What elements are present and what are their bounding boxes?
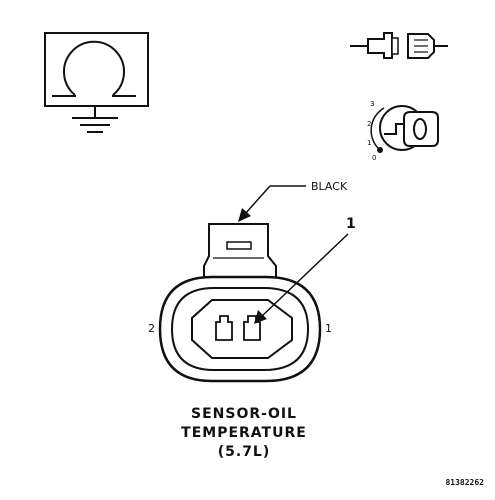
callout-number: 1: [346, 216, 356, 232]
ohmmeter-icon: [44, 32, 149, 107]
ground-symbol-icon: [72, 106, 118, 133]
component-caption: SENSOR-OIL TEMPERATURE (5.7L): [181, 406, 307, 460]
wire-color-label: BLACK: [311, 180, 348, 193]
figure-id: 81382262: [445, 478, 484, 487]
ignition-key-off-icon: 3 2 1 0: [367, 100, 439, 162]
pin-callout: 1: [254, 216, 356, 324]
wire-color-callout: BLACK: [238, 180, 348, 222]
ignition-position-2: 2: [367, 120, 371, 128]
sensor-connector: 2 1: [148, 223, 332, 383]
ignition-position-0: 0: [372, 154, 376, 162]
caption-line-1: SENSOR-OIL: [191, 406, 297, 422]
caption-line-3: (5.7L): [218, 444, 271, 460]
pin-cavity-2: [215, 315, 233, 341]
ignition-position-3: 3: [370, 100, 374, 108]
disconnected-connector-icon: [350, 32, 448, 59]
ignition-position-1: 1: [367, 139, 371, 147]
pin-label-left: 2: [148, 322, 155, 335]
caption-line-2: TEMPERATURE: [181, 425, 307, 441]
pin-label-right: 1: [325, 322, 332, 335]
